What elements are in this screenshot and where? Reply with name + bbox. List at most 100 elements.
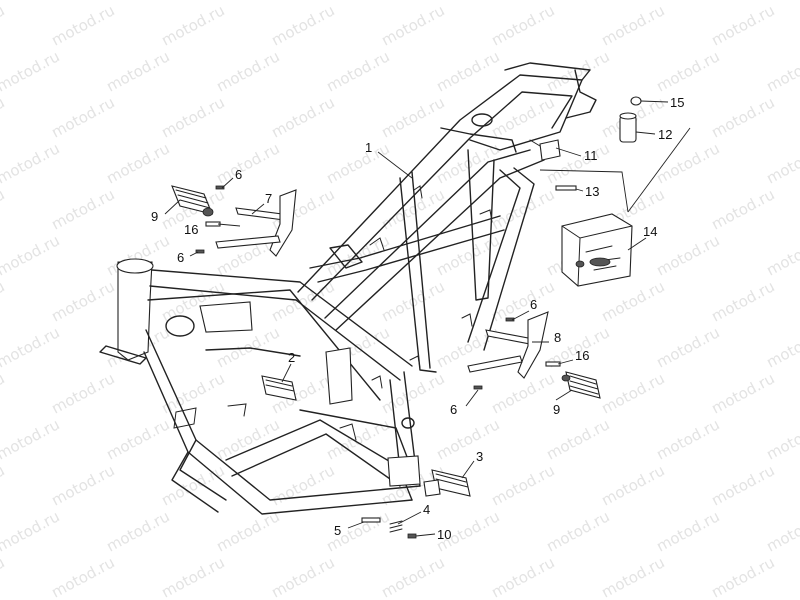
watermark-text: motod.ru <box>323 0 392 4</box>
washer-10 <box>407 533 417 539</box>
watermark-text: motod.ru <box>0 47 63 95</box>
watermark-text: motod.ru <box>0 185 8 233</box>
watermark-text: motod.ru <box>268 461 337 509</box>
watermark-text: motod.ru <box>48 185 117 233</box>
callout-13: 13 <box>585 184 599 199</box>
watermark-text: motod.ru <box>0 369 8 417</box>
watermark-text: motod.ru <box>763 323 800 371</box>
watermark-text: motod.ru <box>653 415 722 463</box>
watermark-text: motod.ru <box>0 553 8 600</box>
watermark-text: motod.ru <box>0 277 8 325</box>
watermark-text: motod.ru <box>48 1 117 49</box>
watermark-text: motod.ru <box>378 369 447 417</box>
screw-6-left-bottom <box>195 249 205 254</box>
watermark-text: motod.ru <box>213 415 282 463</box>
watermark-text: motod.ru <box>0 1 8 49</box>
callout-labels: 1 2 3 4 5 6 6 6 6 7 8 9 9 10 11 12 13 14… <box>151 95 684 542</box>
left-footpeg <box>171 185 214 217</box>
watermark-text: motod.ru <box>543 0 612 4</box>
callout-16-right: 16 <box>575 348 589 363</box>
callout-12: 12 <box>658 127 672 142</box>
watermark-text: motod.ru <box>598 461 667 509</box>
watermark-text: motod.ru <box>0 139 63 187</box>
watermark-text: motod.ru <box>708 461 777 509</box>
watermark-text: motod.ru <box>763 47 800 95</box>
screw-5 <box>361 517 381 523</box>
watermark-text: motod.ru <box>708 553 777 600</box>
left-footpeg-bracket <box>215 189 297 257</box>
watermark-text: motod.ru <box>433 415 502 463</box>
callout-1: 1 <box>365 140 372 155</box>
watermark-text: motod.ru <box>378 553 447 600</box>
watermark-text: motod.ru <box>0 0 63 4</box>
watermark-text: motod.ru <box>0 93 8 141</box>
watermark-text: motod.ru <box>0 461 8 509</box>
watermark-text: motod.ru <box>103 0 172 4</box>
watermark-text: motod.ru <box>708 369 777 417</box>
watermark-text: motod.ru <box>433 0 502 4</box>
callout-8: 8 <box>554 330 561 345</box>
watermark-text: motod.ru <box>708 93 777 141</box>
lock-cylinder-12 <box>619 112 637 143</box>
watermark-text: motod.ru <box>488 553 557 600</box>
screw-6-right-bottom <box>473 385 483 390</box>
frame-assembly <box>99 62 597 515</box>
callout-15: 15 <box>670 95 684 110</box>
watermark-text: motod.ru <box>598 369 667 417</box>
watermark-text: motod.ru <box>653 231 722 279</box>
watermark-text: motod.ru <box>598 553 667 600</box>
watermark-text: motod.ru <box>0 507 63 555</box>
pin-16-right <box>545 361 561 367</box>
watermark-text: motod.ru <box>763 415 800 463</box>
watermark-text: motod.ru <box>268 553 337 600</box>
ring-15 <box>630 96 642 106</box>
watermark-text: motod.ru <box>543 415 612 463</box>
watermark-text: motod.ru <box>653 47 722 95</box>
watermark-text: motod.ru <box>213 47 282 95</box>
watermark-text: motod.ru <box>158 1 227 49</box>
watermark-text: motod.ru <box>103 507 172 555</box>
leader-lines <box>164 100 669 537</box>
callout-16-left: 16 <box>184 222 198 237</box>
callout-9-right: 9 <box>553 402 560 417</box>
watermark-text: motod.ru <box>378 185 447 233</box>
callout-6-left-top: 6 <box>235 167 242 182</box>
watermark-text: motod.ru <box>213 0 282 4</box>
callout-7: 7 <box>265 191 272 206</box>
watermark-text: motod.ru <box>378 93 447 141</box>
callout-6-right-bottom: 6 <box>450 402 457 417</box>
watermark-text: motod.ru <box>488 93 557 141</box>
pin-16-left <box>205 221 221 227</box>
watermark-text: motod.ru <box>378 1 447 49</box>
watermark-text: motod.ru <box>48 369 117 417</box>
footpeg-2 <box>261 375 297 401</box>
callout-6-right-top: 6 <box>530 297 537 312</box>
toolkit-14 <box>561 213 633 287</box>
watermark-text: motod.ru <box>158 461 227 509</box>
watermark-text: motod.ru <box>0 323 63 371</box>
right-footpeg-bracket <box>467 311 549 379</box>
seat-lock-11 <box>529 139 561 161</box>
callout-14: 14 <box>643 224 657 239</box>
watermark-text: motod.ru <box>0 231 63 279</box>
callout-4: 4 <box>423 502 430 517</box>
watermark-text: motod.ru <box>763 139 800 187</box>
watermark-text: motod.ru <box>213 139 282 187</box>
watermark-text: motod.ru <box>268 1 337 49</box>
watermark-text: motod.ru <box>323 47 392 95</box>
watermark-text: motod.ru <box>158 93 227 141</box>
footpeg-3 <box>423 469 471 497</box>
right-footpeg <box>561 371 601 399</box>
watermark-text: motod.ru <box>708 185 777 233</box>
screw-6-left-top <box>215 185 225 190</box>
watermark-text: motod.ru <box>433 47 502 95</box>
watermark-text: motod.ru <box>103 415 172 463</box>
pin-13 <box>555 185 577 191</box>
watermark-text: motod.ru <box>543 507 612 555</box>
watermark-text: motod.ru <box>48 461 117 509</box>
screw-6-right-top <box>505 317 515 322</box>
watermark-text: motod.ru <box>488 461 557 509</box>
watermark-text: motod.ru <box>48 553 117 600</box>
